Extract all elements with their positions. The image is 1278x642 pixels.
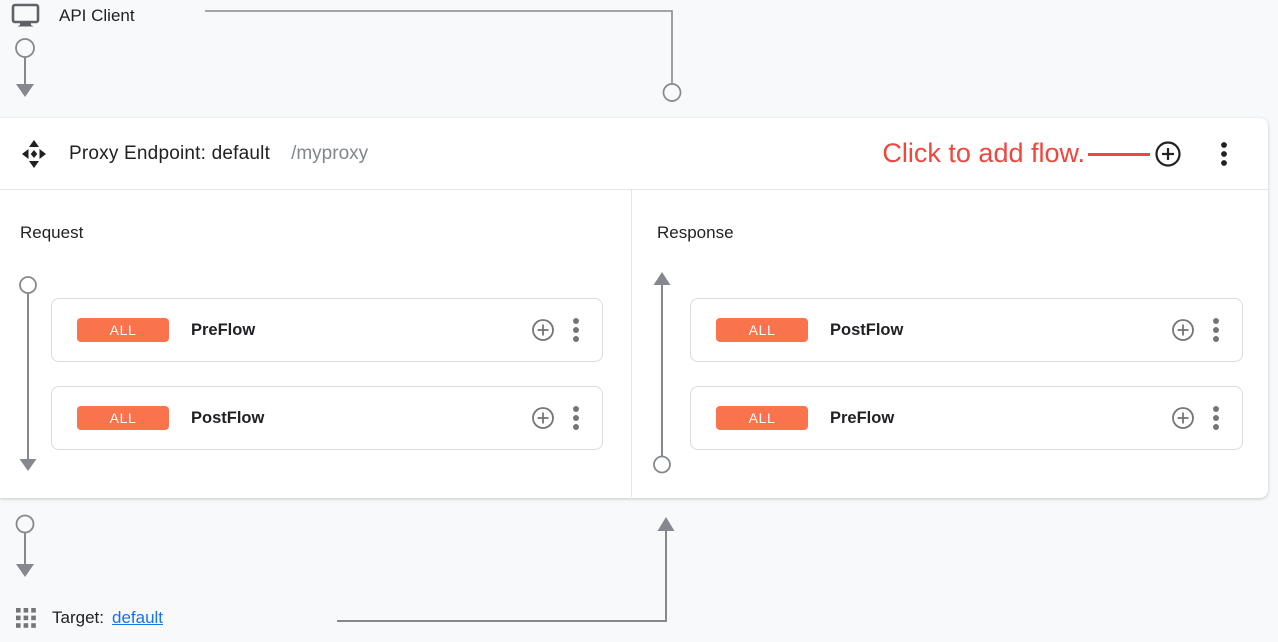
response-postflow-card[interactable]: ALL PostFlow xyxy=(690,298,1243,362)
flow-menu-button[interactable] xyxy=(572,405,580,431)
more-options-icon xyxy=(573,318,579,342)
add-flow-annotation: Click to add flow. xyxy=(882,138,1154,169)
request-flow-list: ALL PreFlow xyxy=(51,298,603,450)
response-preflow-card[interactable]: ALL PreFlow xyxy=(690,386,1243,450)
flow-menu-button[interactable] xyxy=(572,317,580,343)
add-policy-button[interactable] xyxy=(531,318,555,342)
proxy-endpoint-body: Request Response ALL PreFlow xyxy=(0,190,1268,497)
flow-condition-badge: ALL xyxy=(77,318,169,342)
add-policy-icon xyxy=(1172,407,1194,429)
arrow-down-icon xyxy=(16,84,34,97)
add-policy-button[interactable] xyxy=(531,406,555,430)
flow-name: PreFlow xyxy=(191,320,256,339)
arrow-up-icon xyxy=(657,517,675,531)
flow-condition-badge: ALL xyxy=(77,406,169,430)
proxy-endpoint-icon xyxy=(22,139,46,168)
arrow-down-icon xyxy=(16,564,34,577)
add-policy-icon xyxy=(1172,319,1194,341)
proxy-endpoint-basepath: /myproxy xyxy=(291,142,369,164)
more-options-icon xyxy=(1221,141,1227,166)
flow-name: PostFlow xyxy=(830,320,904,339)
target-endpoint: Target: default xyxy=(16,608,163,628)
request-preflow-card[interactable]: ALL PreFlow xyxy=(51,298,603,362)
connector-target-to-response xyxy=(337,517,675,622)
flow-condition-badge: ALL xyxy=(716,318,808,342)
request-response-divider xyxy=(631,190,632,497)
flow-name: PreFlow xyxy=(830,408,895,427)
more-options-icon xyxy=(573,406,579,430)
more-options-icon xyxy=(1213,406,1219,430)
response-flow-list: ALL PostFlow xyxy=(690,298,1243,450)
flow-condition-badge: ALL xyxy=(716,406,808,430)
request-section-label: Request xyxy=(20,223,84,242)
flow-menu-button[interactable] xyxy=(1212,317,1220,343)
api-client-label: API Client xyxy=(59,5,135,25)
annotation-pointer-line xyxy=(1088,153,1150,156)
request-postflow-card[interactable]: ALL PostFlow xyxy=(51,386,603,450)
add-flow-annotation-text: Click to add flow. xyxy=(882,138,1085,168)
proxy-endpoint-header: Proxy Endpoint: default /myproxy Click t… xyxy=(0,118,1268,190)
add-policy-icon xyxy=(532,407,554,429)
endpoint-menu-button[interactable] xyxy=(1220,141,1228,167)
more-options-icon xyxy=(1213,318,1219,342)
proxy-endpoint-title: Proxy Endpoint: default xyxy=(69,142,271,164)
monitor-icon xyxy=(11,3,40,27)
target-label: Target: xyxy=(52,608,104,627)
add-policy-icon xyxy=(532,319,554,341)
target-default-link[interactable]: default xyxy=(111,608,164,627)
connector-client-to-request xyxy=(15,38,35,97)
flow-name: PostFlow xyxy=(191,408,265,427)
connector-client-to-response xyxy=(205,10,682,102)
add-flow-icon xyxy=(1155,140,1181,167)
flow-menu-button[interactable] xyxy=(1212,405,1220,431)
api-client: API Client xyxy=(11,3,135,28)
add-policy-button[interactable] xyxy=(1171,406,1195,430)
proxy-endpoint-panel: Proxy Endpoint: default /myproxy Click t… xyxy=(0,118,1268,498)
add-policy-button[interactable] xyxy=(1171,318,1195,342)
apps-grid-icon xyxy=(16,608,36,628)
add-flow-button[interactable] xyxy=(1154,140,1182,168)
response-section-label: Response xyxy=(657,223,734,242)
connector-proxy-to-target xyxy=(15,514,35,577)
